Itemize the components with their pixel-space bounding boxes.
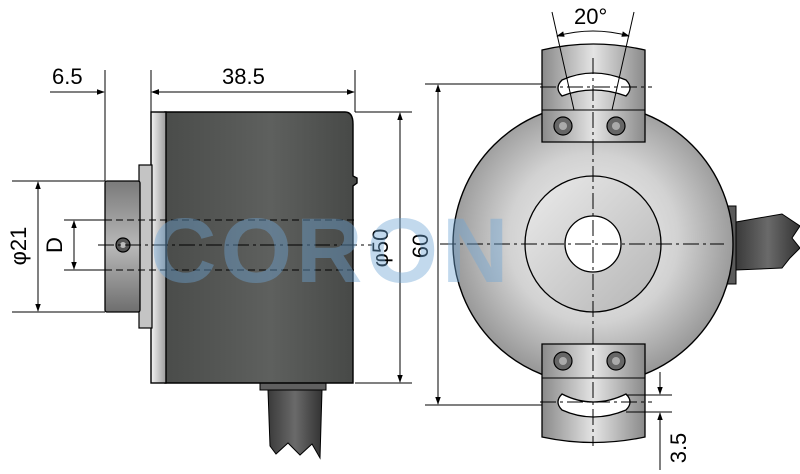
front-view: 20° 60 3.5: [408, 4, 800, 470]
screw-icon-center: [559, 357, 567, 365]
angle-leg-left: [551, 11, 575, 111]
encoder-housing: [164, 111, 358, 384]
screw-icon-center: [612, 357, 620, 365]
dim-arc-slot-angle: [556, 30, 630, 37]
screw-icon-center: [612, 122, 620, 130]
side-cable: [259, 381, 327, 460]
dim-body-diameter: φ50: [368, 229, 393, 268]
angle-leg-right: [611, 11, 635, 111]
top-clamp-slot: [557, 72, 631, 97]
side-view: 6.5 38.5 φ21 D φ50: [6, 64, 412, 460]
watermark-logo: CORON: [150, 200, 512, 302]
set-screw-center: [120, 242, 126, 248]
dim-slot-angle: 20°: [574, 4, 607, 29]
screw-icon-center: [559, 122, 567, 130]
dim-shaft-length: 6.5: [52, 64, 83, 89]
bore-hole: [564, 215, 622, 273]
dim-shaft-diameter: φ21: [6, 227, 31, 266]
dim-bore: D: [42, 237, 67, 253]
dim-slot-offset: 3.5: [666, 433, 691, 464]
dim-overall-height: 60: [408, 234, 433, 258]
bottom-clamp-slot: [557, 393, 631, 418]
dim-body-length: 38.5: [222, 64, 265, 89]
